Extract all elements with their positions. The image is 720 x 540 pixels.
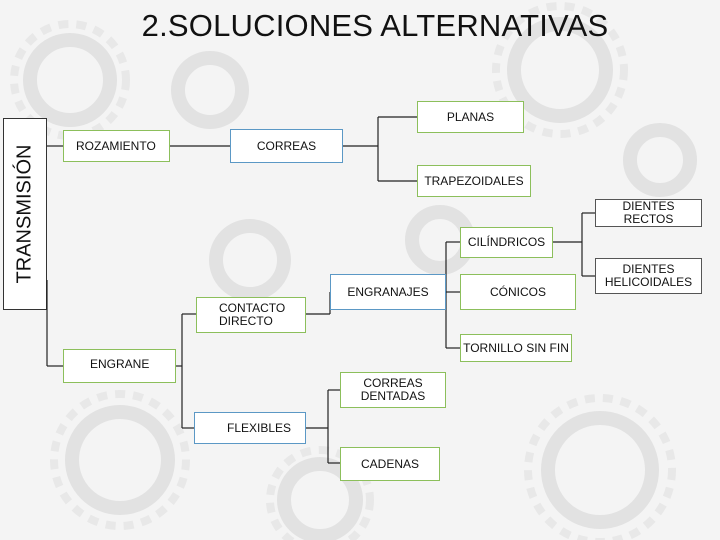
node-engranajes: ENGRANAJES: [330, 274, 446, 310]
node-engrane: ENGRANE: [63, 349, 176, 383]
page-title: 2.SOLUCIONES ALTERNATIVAS: [141, 8, 609, 43]
transmision-label-box: TRANSMISIÓN: [3, 118, 47, 310]
node-dientes-rectos: DIENTES RECTOS: [595, 199, 702, 227]
node-dientes-helicoidales: DIENTES HELICOIDALES: [595, 258, 702, 294]
node-planas: PLANAS: [417, 101, 524, 133]
node-conicos: CÓNICOS: [460, 274, 576, 310]
node-correas: CORREAS: [230, 129, 343, 163]
node-cilindricos: CILÍNDRICOS: [460, 227, 553, 258]
node-trapezoidales: TRAPEZOIDALES: [417, 165, 531, 197]
node-contacto-directo: CONTACTO DIRECTO: [196, 297, 306, 333]
node-cadenas: CADENAS: [340, 447, 440, 481]
node-rozamiento: ROZAMIENTO: [63, 130, 170, 162]
node-flexibles: FLEXIBLES: [194, 412, 306, 444]
node-tornillo-sin-fin: TORNILLO SIN FIN: [460, 334, 572, 362]
node-correas-dentadas: CORREAS DENTADAS: [340, 372, 446, 408]
